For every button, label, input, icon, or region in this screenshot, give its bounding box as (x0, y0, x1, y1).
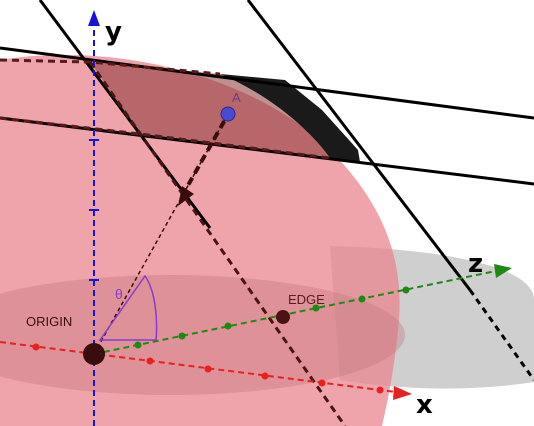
vector-upper-segment (180, 117, 228, 197)
edge-point[interactable] (276, 310, 290, 324)
origin-point-label: ORIGIN (26, 314, 72, 329)
z-axis-arrow-icon (494, 264, 512, 278)
x-axis-point (376, 386, 384, 394)
diagonal-line (88, 61, 347, 426)
origin-point[interactable] (83, 343, 105, 365)
y-axis-arrow-icon (88, 10, 100, 26)
z-axis-point (358, 295, 366, 303)
z-axis-point (402, 286, 410, 294)
x-axis-label: x (416, 390, 433, 420)
plane-edge-line-1 (0, 46, 534, 120)
x-axis-points (32, 343, 384, 394)
angle-theta-label: θ (115, 286, 123, 302)
z-axis-label: z (468, 249, 483, 279)
point-a-label: A (232, 90, 241, 105)
point-a[interactable] (220, 106, 236, 122)
z-axis-point (178, 332, 186, 340)
z-axis-points (134, 286, 410, 349)
z-axis (93, 270, 497, 355)
x-axis-point (146, 357, 154, 365)
x-axis-point (32, 343, 40, 351)
vector-origin-to-a (93, 113, 229, 355)
z-axis-point (134, 341, 142, 349)
angle-theta-arc (98, 274, 158, 341)
x-axis-point (318, 379, 326, 387)
equator-shadow (0, 275, 405, 395)
x-axis-arrow-icon (393, 386, 412, 400)
z-axis-point (312, 304, 320, 312)
plane-edge-line-4-dashed (468, 289, 534, 381)
y-axis-label: y (105, 17, 122, 47)
vector-arrow-icon (178, 186, 194, 206)
plane-edge-line-4 (246, 0, 472, 291)
z-axis-point (224, 322, 232, 330)
edge-point-label: EDGE (288, 292, 325, 307)
dark-plane-region (220, 74, 360, 162)
x-axis-point (204, 365, 212, 373)
x-axis (0, 341, 397, 393)
x-axis-point (261, 372, 269, 380)
